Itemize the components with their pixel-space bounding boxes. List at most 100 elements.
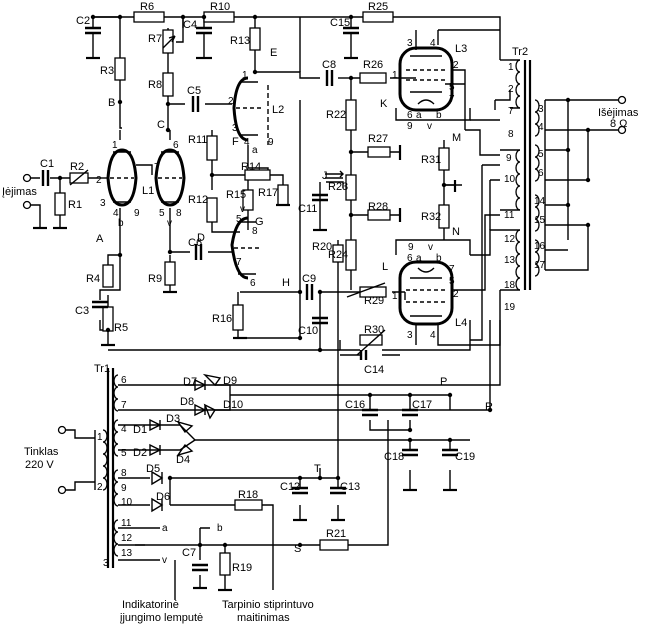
terminals	[22, 95, 627, 495]
svg-text:v: v	[428, 242, 433, 253]
svg-text:R2: R2	[70, 161, 84, 173]
capacitor-C5	[191, 96, 200, 112]
svg-text:3: 3	[100, 198, 106, 209]
svg-text:D: D	[197, 232, 205, 244]
svg-text:8: 8	[121, 468, 127, 479]
svg-text:C8: C8	[322, 59, 336, 71]
svg-text:14: 14	[534, 196, 546, 207]
svg-text:R23: R23	[328, 181, 348, 193]
resistor-R15	[242, 189, 254, 211]
svg-text:R16: R16	[212, 313, 232, 325]
capacitor-C17	[402, 408, 418, 417]
resistor-R21	[319, 539, 349, 551]
svg-text:1: 1	[392, 70, 398, 81]
resistors	[54, 11, 450, 576]
capacitor-C4	[196, 26, 212, 35]
svg-text:D1: D1	[133, 424, 147, 436]
svg-text:C14: C14	[364, 364, 384, 376]
mains-terminal-2[interactable]	[57, 485, 67, 495]
svg-text:7: 7	[236, 257, 242, 268]
svg-text:7: 7	[449, 94, 455, 105]
resistor-R32	[438, 204, 450, 229]
svg-text:R6: R6	[140, 1, 154, 13]
svg-text:4: 4	[538, 122, 544, 133]
svg-text:C12: C12	[280, 481, 300, 493]
svg-text:R15: R15	[226, 189, 246, 201]
svg-text:4: 4	[244, 137, 250, 148]
diode-D9	[202, 373, 222, 387]
tube-L3	[398, 46, 454, 112]
svg-text:C16: C16	[345, 399, 365, 411]
resistor-R26	[359, 72, 387, 84]
diode-D1	[149, 418, 162, 432]
input-terminal-hot[interactable]	[22, 173, 32, 183]
svg-text:S: S	[294, 543, 301, 555]
mains-voltage: 220 V	[25, 459, 54, 471]
svg-text:L3: L3	[455, 43, 467, 55]
svg-text:19: 19	[504, 302, 516, 313]
svg-text:2: 2	[228, 96, 234, 107]
resistor-R16	[232, 304, 244, 331]
resistor-R31	[438, 147, 450, 171]
svg-text:5: 5	[449, 82, 455, 93]
svg-text:1: 1	[508, 62, 514, 73]
svg-text:D7: D7	[183, 376, 197, 388]
diode-D7	[194, 378, 207, 392]
resistor-R30	[359, 334, 383, 346]
capacitor-C9	[305, 284, 314, 300]
svg-text:R1: R1	[68, 199, 82, 211]
svg-text:6: 6	[407, 253, 413, 264]
svg-text:9: 9	[121, 483, 127, 494]
svg-text:v: v	[162, 555, 167, 566]
resistor-R6	[133, 11, 165, 23]
resistor-R27	[367, 146, 391, 158]
svg-text:b: b	[436, 110, 442, 121]
resistor-R22	[345, 99, 357, 131]
svg-text:C5: C5	[187, 85, 201, 97]
resistor-R18	[234, 499, 263, 511]
svg-text:1: 1	[392, 291, 398, 302]
svg-text:R7: R7	[148, 33, 162, 45]
resistor-R23	[345, 174, 357, 201]
svg-text:R21: R21	[326, 528, 346, 540]
svg-text:12: 12	[504, 234, 516, 245]
output-terminal-2[interactable]	[617, 125, 627, 135]
svg-text:R30: R30	[364, 324, 384, 336]
svg-text:C1: C1	[40, 158, 54, 170]
capacitor-C7	[192, 563, 208, 572]
svg-text:C10: C10	[298, 325, 318, 337]
svg-text:1: 1	[97, 432, 103, 443]
resistor-R28	[367, 209, 391, 221]
svg-text:9: 9	[506, 153, 512, 164]
svg-text:L1: L1	[142, 185, 154, 197]
output-terminal-1[interactable]	[617, 95, 627, 105]
resistor-R20	[332, 244, 344, 263]
svg-text:B: B	[108, 97, 115, 109]
svg-text:11: 11	[504, 210, 515, 221]
input-terminal-ground[interactable]	[22, 200, 32, 210]
resistor-R1	[54, 192, 66, 216]
svg-text:17: 17	[534, 260, 546, 271]
preamp-label: Tarpinio stiprintuvo	[222, 599, 314, 611]
mains-terminal-1[interactable]	[57, 425, 67, 435]
svg-text:R32: R32	[421, 211, 441, 223]
svg-text:5: 5	[449, 276, 455, 287]
svg-text:13: 13	[121, 548, 133, 559]
wiring	[30, 16, 620, 600]
svg-text:C11: C11	[298, 203, 317, 215]
svg-text:v: v	[240, 204, 245, 215]
ground-symbols	[33, 33, 457, 592]
svg-text:b: b	[118, 218, 124, 229]
capacitor-C1	[41, 170, 50, 186]
capacitor-C13	[330, 486, 346, 495]
svg-text:10: 10	[121, 497, 133, 508]
diode-D5	[151, 470, 164, 486]
svg-text:2: 2	[508, 84, 514, 95]
svg-text:P: P	[440, 376, 447, 388]
svg-text:R13: R13	[230, 35, 250, 47]
svg-text:R18: R18	[238, 489, 258, 501]
svg-text:a: a	[416, 110, 422, 121]
svg-text:C: C	[157, 119, 165, 131]
svg-text:M: M	[452, 132, 461, 144]
